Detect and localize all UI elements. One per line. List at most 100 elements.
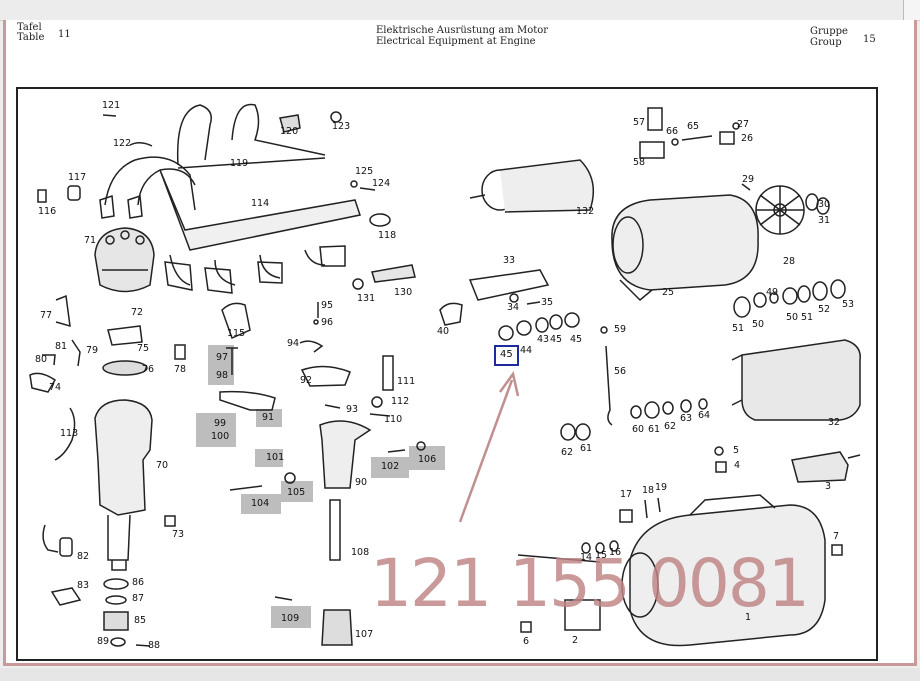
callout-14[interactable]: 14 bbox=[580, 552, 593, 563]
callout-65[interactable]: 65 bbox=[687, 121, 700, 132]
callout-131[interactable]: 131 bbox=[357, 293, 376, 304]
callout-120[interactable]: 120 bbox=[280, 126, 299, 137]
callout-76[interactable]: 76 bbox=[142, 364, 155, 375]
callout-43[interactable]: 43 bbox=[537, 334, 550, 345]
callout-114[interactable]: 114 bbox=[251, 198, 270, 209]
callout-2[interactable]: 2 bbox=[572, 635, 579, 646]
callout-91[interactable]: 91 bbox=[262, 412, 275, 423]
selected-callout-box[interactable] bbox=[494, 345, 519, 366]
callout-83[interactable]: 83 bbox=[77, 580, 90, 591]
callout-51[interactable]: 51 bbox=[732, 323, 745, 334]
callout-107[interactable]: 107 bbox=[355, 629, 374, 640]
callout-112[interactable]: 112 bbox=[391, 396, 410, 407]
callout-78[interactable]: 78 bbox=[174, 364, 187, 375]
callout-7[interactable]: 7 bbox=[833, 531, 840, 542]
callout-61b[interactable]: 61 bbox=[580, 443, 593, 454]
callout-73[interactable]: 73 bbox=[172, 529, 185, 540]
callout-28[interactable]: 28 bbox=[783, 256, 796, 267]
scrollbar-corner[interactable] bbox=[903, 0, 920, 20]
callout-18[interactable]: 18 bbox=[642, 485, 655, 496]
callout-98[interactable]: 98 bbox=[216, 370, 229, 381]
callout-121[interactable]: 121 bbox=[102, 100, 121, 111]
callout-25[interactable]: 25 bbox=[662, 287, 675, 298]
callout-1[interactable]: 1 bbox=[745, 612, 752, 623]
callout-94[interactable]: 94 bbox=[287, 338, 300, 349]
callout-33[interactable]: 33 bbox=[503, 255, 516, 266]
callout-124[interactable]: 124 bbox=[372, 178, 391, 189]
callout-109[interactable]: 109 bbox=[281, 613, 300, 624]
callout-93[interactable]: 93 bbox=[346, 404, 359, 415]
callout-113[interactable]: 113 bbox=[60, 428, 79, 439]
callout-70[interactable]: 70 bbox=[156, 460, 169, 471]
callout-26[interactable]: 26 bbox=[741, 133, 754, 144]
callout-40[interactable]: 40 bbox=[437, 326, 450, 337]
callout-45[interactable]: 45 bbox=[570, 334, 583, 345]
callout-61[interactable]: 61 bbox=[648, 424, 661, 435]
callout-57[interactable]: 57 bbox=[633, 117, 646, 128]
callout-66[interactable]: 66 bbox=[666, 126, 679, 137]
callout-44[interactable]: 44 bbox=[520, 345, 533, 356]
callout-115[interactable]: 115 bbox=[227, 328, 246, 339]
callout-35[interactable]: 35 bbox=[541, 297, 554, 308]
callout-99[interactable]: 99 bbox=[214, 418, 227, 429]
callout-97[interactable]: 97 bbox=[216, 352, 229, 363]
callout-5[interactable]: 5 bbox=[733, 445, 740, 456]
callout-106[interactable]: 106 bbox=[418, 454, 437, 465]
callout-105[interactable]: 105 bbox=[287, 487, 306, 498]
callout-6[interactable]: 6 bbox=[523, 636, 530, 647]
callout-75[interactable]: 75 bbox=[137, 343, 150, 354]
callout-64[interactable]: 64 bbox=[698, 410, 711, 421]
callout-16[interactable]: 16 bbox=[609, 547, 622, 558]
callout-79[interactable]: 79 bbox=[86, 345, 99, 356]
callout-30[interactable]: 30 bbox=[818, 199, 831, 210]
callout-45-top[interactable]: 45 bbox=[550, 334, 563, 345]
callout-118[interactable]: 118 bbox=[378, 230, 397, 241]
callout-27[interactable]: 27 bbox=[737, 119, 750, 130]
callout-89[interactable]: 89 bbox=[97, 636, 110, 647]
callout-88[interactable]: 88 bbox=[148, 640, 161, 651]
callout-123[interactable]: 123 bbox=[332, 121, 351, 132]
callout-29[interactable]: 29 bbox=[742, 174, 755, 185]
callout-92[interactable]: 92 bbox=[300, 375, 313, 386]
callout-62[interactable]: 62 bbox=[664, 421, 677, 432]
callout-19[interactable]: 19 bbox=[655, 482, 668, 493]
callout-80[interactable]: 80 bbox=[35, 354, 48, 365]
callout-130[interactable]: 130 bbox=[394, 287, 413, 298]
callout-59[interactable]: 59 bbox=[614, 324, 627, 335]
callout-87[interactable]: 87 bbox=[132, 593, 145, 604]
callout-74[interactable]: 74 bbox=[49, 382, 62, 393]
callout-58[interactable]: 58 bbox=[633, 157, 646, 168]
callout-85[interactable]: 85 bbox=[134, 615, 147, 626]
callout-96[interactable]: 96 bbox=[321, 317, 334, 328]
callout-116[interactable]: 116 bbox=[38, 206, 57, 217]
callout-132[interactable]: 132 bbox=[576, 206, 595, 217]
callout-4[interactable]: 4 bbox=[734, 460, 741, 471]
selected-callout-label[interactable]: 45 bbox=[500, 349, 513, 360]
callout-77[interactable]: 77 bbox=[40, 310, 53, 321]
callout-60[interactable]: 60 bbox=[632, 424, 645, 435]
callout-71[interactable]: 71 bbox=[84, 235, 97, 246]
callout-122[interactable]: 122 bbox=[113, 138, 132, 149]
callout-63[interactable]: 63 bbox=[680, 413, 693, 424]
callout-49[interactable]: 49 bbox=[766, 287, 779, 298]
callout-81[interactable]: 81 bbox=[55, 341, 68, 352]
callout-31[interactable]: 31 bbox=[818, 215, 831, 226]
callout-90[interactable]: 90 bbox=[355, 477, 368, 488]
callout-108[interactable]: 108 bbox=[351, 547, 370, 558]
callout-102[interactable]: 102 bbox=[381, 461, 400, 472]
callout-111[interactable]: 111 bbox=[397, 376, 416, 387]
callout-50b[interactable]: 50 bbox=[786, 312, 799, 323]
callout-34[interactable]: 34 bbox=[507, 302, 520, 313]
callout-17[interactable]: 17 bbox=[620, 489, 633, 500]
callout-50[interactable]: 50 bbox=[752, 319, 765, 330]
callout-56[interactable]: 56 bbox=[614, 366, 627, 377]
callout-86[interactable]: 86 bbox=[132, 577, 145, 588]
callout-82[interactable]: 82 bbox=[77, 551, 90, 562]
callout-100[interactable]: 100 bbox=[211, 431, 230, 442]
callout-95[interactable]: 95 bbox=[321, 300, 334, 311]
callout-3[interactable]: 3 bbox=[825, 481, 832, 492]
callout-125[interactable]: 125 bbox=[355, 166, 374, 177]
callout-51b[interactable]: 51 bbox=[801, 312, 814, 323]
callout-101[interactable]: 101 bbox=[266, 452, 285, 463]
callout-72[interactable]: 72 bbox=[131, 307, 144, 318]
